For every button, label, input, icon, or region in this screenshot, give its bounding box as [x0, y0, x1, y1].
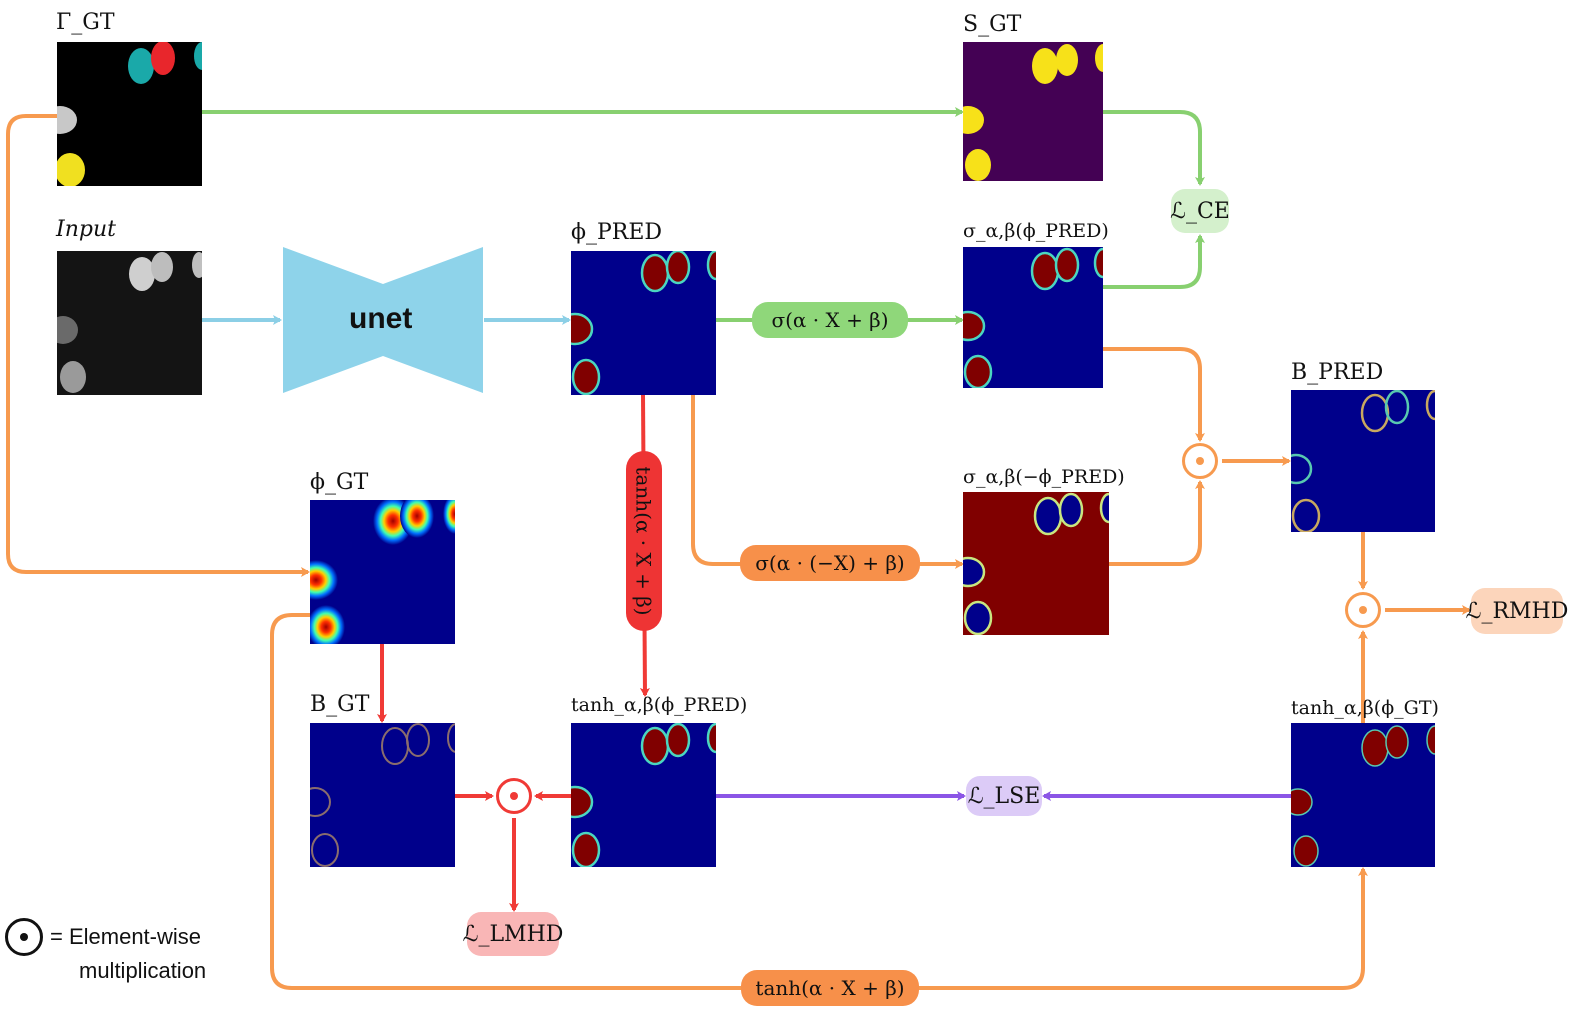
- loss-ce: ℒ_CE: [1170, 189, 1230, 233]
- label-gamma-gt: Γ_GT: [56, 10, 115, 35]
- sigma-pos-panel: [963, 247, 1103, 388]
- op-tanh-bottom: tanh(α · X + β): [741, 970, 919, 1006]
- loss-lmhd: ℒ_LMHD: [463, 912, 563, 956]
- op-sigma-pos: σ(α · X + β): [752, 302, 908, 338]
- arrow-phigt-to-tanhgt: [270, 613, 1368, 990]
- label-sigma-pos: σ_α,β(ϕ_PRED): [963, 220, 1109, 242]
- arrow-sigpos-to-odot: [1103, 347, 1205, 442]
- gamma-gt-panel: [57, 42, 202, 186]
- arrow-sgt-to-lce: [1103, 110, 1205, 186]
- op-sigma-neg: σ(α · (−X) + β): [740, 545, 920, 581]
- label-tanh-pred: tanh_α,β(ϕ_PRED): [571, 694, 748, 716]
- phi-pred-panel: [571, 251, 716, 395]
- loss-rmhd: ℒ_RMHD: [1466, 588, 1568, 634]
- odot-pred-icon: [1182, 443, 1218, 479]
- s-gt-panel: [963, 42, 1103, 181]
- tanh-pred-panel: [571, 723, 716, 867]
- phi-gt-panel: [310, 500, 455, 644]
- sigma-neg-panel: [963, 492, 1109, 635]
- unet-shape: [283, 247, 483, 393]
- legend-odot-icon: [5, 918, 43, 956]
- odot-lmhd-icon: [496, 778, 532, 814]
- tanh-gt-panel: [1291, 723, 1435, 867]
- label-phi-gt: ϕ_GT: [310, 470, 369, 495]
- arrow-phipred-to-signeg: [691, 395, 964, 569]
- b-pred-panel: [1291, 390, 1435, 532]
- op-tanh-vertical: tanh(α · X + β): [626, 451, 662, 631]
- loss-lse: ℒ_LSE: [966, 776, 1042, 816]
- label-tanh-gt: tanh_α,β(ϕ_GT): [1291, 697, 1439, 719]
- label-phi-pred: ϕ_PRED: [571, 220, 663, 245]
- arrow-sigpos-to-lce: [1103, 234, 1205, 289]
- label-sigma-neg: σ_α,β(−ϕ_PRED): [963, 466, 1125, 488]
- op-tanh-vertical-text: tanh(α · X + β): [632, 466, 656, 616]
- legend-line1: = Element-wise: [50, 924, 202, 949]
- input-panel: [57, 251, 202, 395]
- label-s-gt: S_GT: [963, 12, 1022, 37]
- odot-rmhd-icon: [1345, 592, 1381, 628]
- b-gt-panel: [310, 723, 455, 867]
- unet-label: unet: [349, 302, 413, 335]
- label-b-gt: B_GT: [310, 692, 370, 717]
- arrow-signeg-to-odot: [1109, 480, 1205, 566]
- legend-line2: multiplication: [79, 958, 207, 983]
- arrow-gamma-to-phigt: [6, 114, 310, 577]
- label-input: Input: [56, 217, 116, 242]
- label-b-pred: B_PRED: [1291, 360, 1384, 385]
